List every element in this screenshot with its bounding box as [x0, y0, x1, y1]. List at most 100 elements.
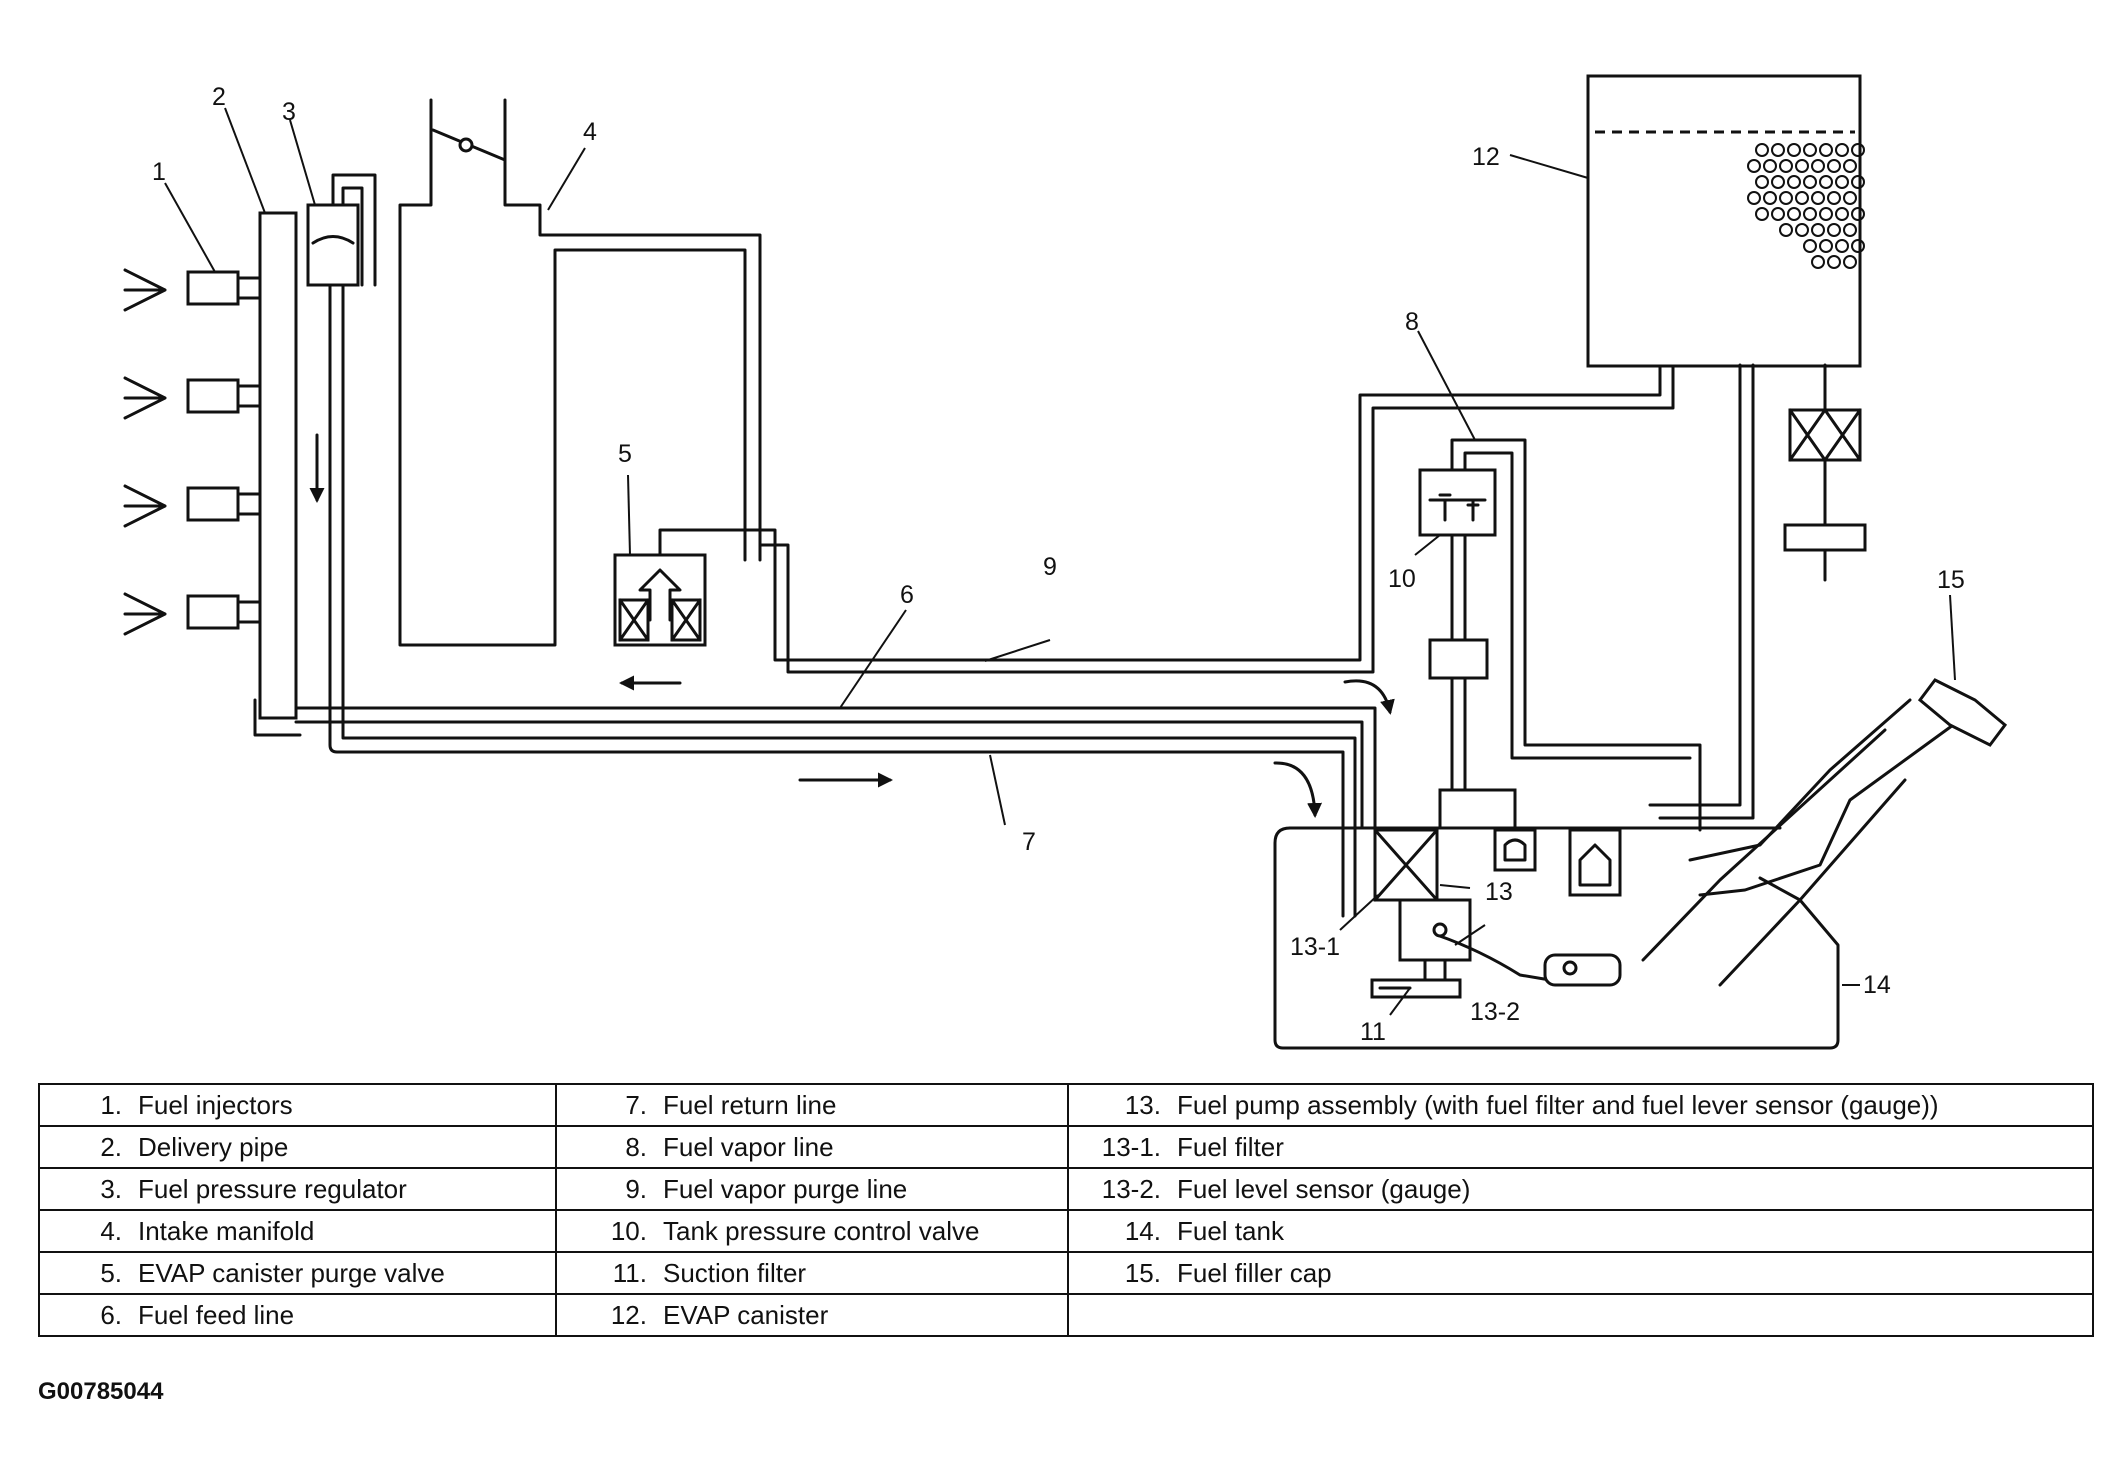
- charcoal-pellet: [1851, 207, 1865, 221]
- charcoal-pellet: [1843, 255, 1857, 269]
- legend-item-number: 7.: [625, 1089, 647, 1120]
- legend-cell: 9.Fuel vapor purge line: [555, 1167, 1069, 1211]
- legend-item-number: 2.: [100, 1131, 122, 1162]
- callout-13-2: 13-2: [1470, 998, 1520, 1026]
- legend-item-number: 3.: [100, 1173, 122, 1204]
- callout-7: 7: [1022, 828, 1036, 856]
- legend-item-label: Fuel tank: [1177, 1215, 1284, 1246]
- fuel-tank: [1273, 788, 1840, 1050]
- callout-labels: 1 2 3 4 5 6 7 8 9 10 11 12 13 13-1 13-2 …: [152, 83, 1965, 1046]
- charcoal-pellet: [1827, 223, 1841, 237]
- charcoal-pellet: [1811, 223, 1825, 237]
- legend-item-label: Fuel feed line: [138, 1299, 295, 1330]
- legend-item-label: Tank pressure control valve: [663, 1215, 980, 1246]
- callout-2: 2: [212, 83, 226, 111]
- fuel-pump-assembly: [1370, 828, 1622, 999]
- charcoal-pellet: [1811, 255, 1825, 269]
- legend-item-label: Suction filter: [663, 1257, 807, 1288]
- legend-item-number: 12.: [610, 1299, 647, 1330]
- legend-item-label: Fuel vapor line: [663, 1131, 834, 1162]
- tank-pressure-control-valve: [1418, 468, 1497, 537]
- legend-item-label: EVAP canister: [663, 1299, 829, 1330]
- callout-5: 5: [618, 440, 632, 468]
- legend-cell: 15.Fuel filler cap: [1067, 1251, 2094, 1295]
- legend-row: 5. EVAP canister purge valve 11. Suction fi…: [38, 1251, 2094, 1295]
- legend-cell: 14.Fuel tank: [1067, 1209, 2094, 1253]
- legend-cell: 10. Tank pressure control valve: [555, 1209, 1069, 1253]
- callout-14: 14: [1863, 971, 1891, 999]
- legend-row: 4.Intake manifold 10. Tank pressure contro…: [38, 1209, 2094, 1253]
- legend-item-number: 11.: [612, 1257, 647, 1288]
- charcoal-pellet: [1771, 207, 1785, 221]
- charcoal-pellet: [1851, 239, 1865, 253]
- charcoal-pellet: [1747, 159, 1761, 173]
- callout-3: 3: [282, 98, 296, 126]
- legend-item-number: 5.: [100, 1257, 122, 1288]
- legend-item-number: 13.: [1124, 1089, 1161, 1120]
- leader-lines: [164, 107, 1956, 1016]
- legend-cell: 6. Fuel feed line: [38, 1293, 557, 1337]
- charcoal-pellet: [1827, 191, 1841, 205]
- charcoal-pellet: [1787, 143, 1801, 157]
- charcoal-pellet: [1779, 223, 1793, 237]
- legend-item-number: 6.: [100, 1299, 122, 1330]
- charcoal-pellet: [1835, 175, 1849, 189]
- legend-cell: 13-2. Fuel level sensor (gauge): [1067, 1167, 2094, 1211]
- callout-4: 4: [583, 118, 597, 146]
- legend-row: 6. Fuel feed line 12. EVAP canister: [38, 1293, 2094, 1337]
- charcoal-pellet: [1763, 191, 1777, 205]
- legend-item-label: EVAP canister purge valve: [138, 1257, 445, 1288]
- legend-item-number: 15.: [1124, 1257, 1161, 1288]
- fuel-pressure-regulator: [306, 173, 377, 287]
- callout-9: 9: [1043, 553, 1057, 581]
- fuel-return-line: [328, 283, 1357, 918]
- evap-canister-purge-valve: [613, 528, 762, 647]
- legend-item-label: Intake manifold: [138, 1215, 315, 1246]
- legend-item-number: 1.: [100, 1089, 122, 1120]
- callout-1: 1: [152, 158, 166, 186]
- legend-cell: 4.Intake manifold: [38, 1209, 557, 1253]
- legend-row: 3. Fuel pressure regulator 9.Fuel vapor pu…: [38, 1167, 2094, 1211]
- charcoal-pellet: [1851, 175, 1865, 189]
- legend-item-number: 13-1.: [1101, 1131, 1161, 1162]
- legend-cell: 3. Fuel pressure regulator: [38, 1167, 557, 1211]
- legend-item-label: Fuel pressure regulator: [138, 1173, 407, 1204]
- legend-item-label: Fuel pump assembly (with fuel filter and…: [1177, 1089, 1939, 1120]
- charcoal-pellet: [1755, 175, 1769, 189]
- fuel-vapor-purge-line: [758, 363, 1675, 674]
- legend-item-label: Delivery pipe: [138, 1131, 289, 1162]
- charcoal-pellet: [1819, 143, 1833, 157]
- charcoal-pellet: [1787, 207, 1801, 221]
- charcoal-pellet: [1795, 191, 1809, 205]
- charcoal-pellet: [1819, 207, 1833, 221]
- charcoal-pellet: [1779, 191, 1793, 205]
- legend-cell: 12. EVAP canister: [555, 1293, 1069, 1337]
- legend-item-number: 8.: [625, 1131, 647, 1162]
- fuel-feed-line: [294, 706, 1377, 830]
- fuel-filler-cap: [1641, 678, 2008, 987]
- charcoal-pellet: [1755, 143, 1769, 157]
- legend-item-label: Fuel filter: [1177, 1131, 1284, 1162]
- callout-13-1: 13-1: [1290, 933, 1340, 961]
- legend-cell: 8. Fuel vapor line: [555, 1125, 1069, 1169]
- legend-item-number: 13-2.: [1101, 1173, 1161, 1204]
- intake-manifold: [398, 98, 762, 647]
- callout-10: 10: [1388, 565, 1416, 593]
- legend-cell: 13. Fuel pump assembly (with fuel filter …: [1067, 1083, 2094, 1127]
- charcoal-pellet: [1835, 239, 1849, 253]
- charcoal-pellet: [1787, 175, 1801, 189]
- callout-11: 11: [1360, 1018, 1386, 1046]
- legend-cell: 11. Suction filter: [555, 1251, 1069, 1295]
- callout-12: 12: [1472, 143, 1500, 171]
- legend-item-number: 10.: [610, 1215, 647, 1246]
- legend-item-label: Fuel level sensor (gauge): [1177, 1173, 1471, 1204]
- evap-canister: [1586, 74, 1867, 820]
- charcoal-pellet: [1851, 143, 1865, 157]
- charcoal-pellet: [1803, 143, 1817, 157]
- charcoal-pellet: [1803, 175, 1817, 189]
- legend-cell: 2. Delivery pipe: [38, 1125, 557, 1169]
- legend-cell: 5. EVAP canister purge valve: [38, 1251, 557, 1295]
